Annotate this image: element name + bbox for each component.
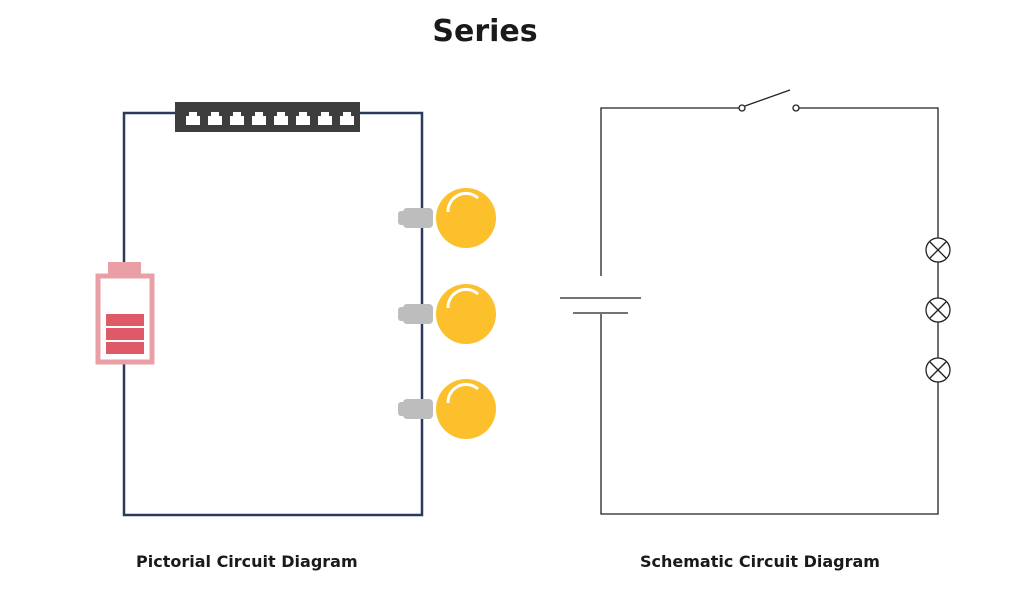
open-switch-symbol-icon [738,89,800,112]
battery-icon [95,262,155,365]
schematic-wire [600,107,939,515]
lamp-symbol-icon [925,357,951,383]
lamp-symbol-icon [925,297,951,323]
light-bulb-icon [398,284,496,344]
light-bulb-icon [398,188,496,248]
light-bulb-icon [398,379,496,439]
schematic-circuit [560,89,951,515]
pictorial-caption: Pictorial Circuit Diagram [136,552,358,571]
pictorial-circuit [95,102,496,517]
cell-symbol-icon [560,297,641,314]
schematic-caption: Schematic Circuit Diagram [640,552,880,571]
switch-icon [175,102,360,132]
pictorial-wire [122,111,424,517]
lamp-symbol-icon [925,237,951,263]
diagram-title: Series [432,14,538,49]
